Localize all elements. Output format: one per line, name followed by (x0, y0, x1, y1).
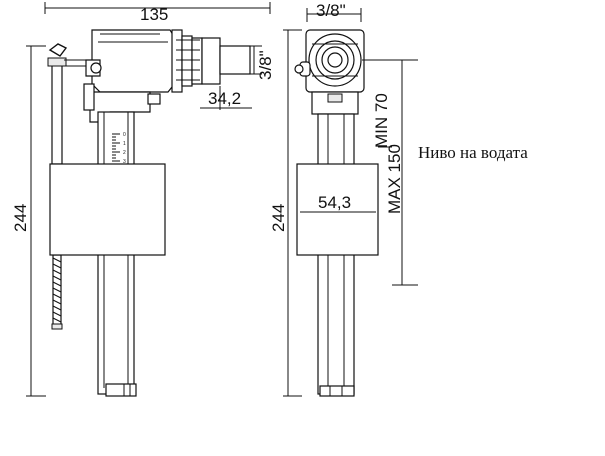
min-level-label: MIN 70 (372, 93, 391, 148)
height-label-left: 244 (11, 204, 30, 232)
level-scale: 0 1 2 3 (112, 132, 126, 165)
valve-head (83, 29, 251, 123)
overall-width-label: 135 (140, 5, 168, 24)
outlet-length-label: 34,2 (208, 89, 241, 108)
scale-tick-2: 2 (123, 150, 126, 156)
float-right (296, 163, 379, 256)
scale-tick-1: 1 (123, 141, 126, 147)
threaded-screw (51, 254, 63, 330)
max-level-label: MAX 150 (385, 144, 404, 214)
float-left (49, 163, 166, 256)
thread-size-side-label: 3/8" (256, 50, 275, 80)
adjust-rod (51, 61, 63, 165)
thread-size-top-label: 3/8" (316, 1, 346, 20)
front-view-right: 3/8" 244 54, (269, 1, 418, 397)
scale-tick-3: 3 (123, 159, 126, 165)
water-level-label: Ниво на водата (418, 143, 528, 162)
height-label-right: 244 (269, 204, 288, 232)
scale-tick-0: 0 (123, 132, 126, 138)
outlet-shaft (219, 45, 251, 75)
float-width-label: 54,3 (318, 193, 351, 212)
side-view-left: 135 244 (11, 2, 275, 397)
valve-head-front (294, 29, 365, 115)
